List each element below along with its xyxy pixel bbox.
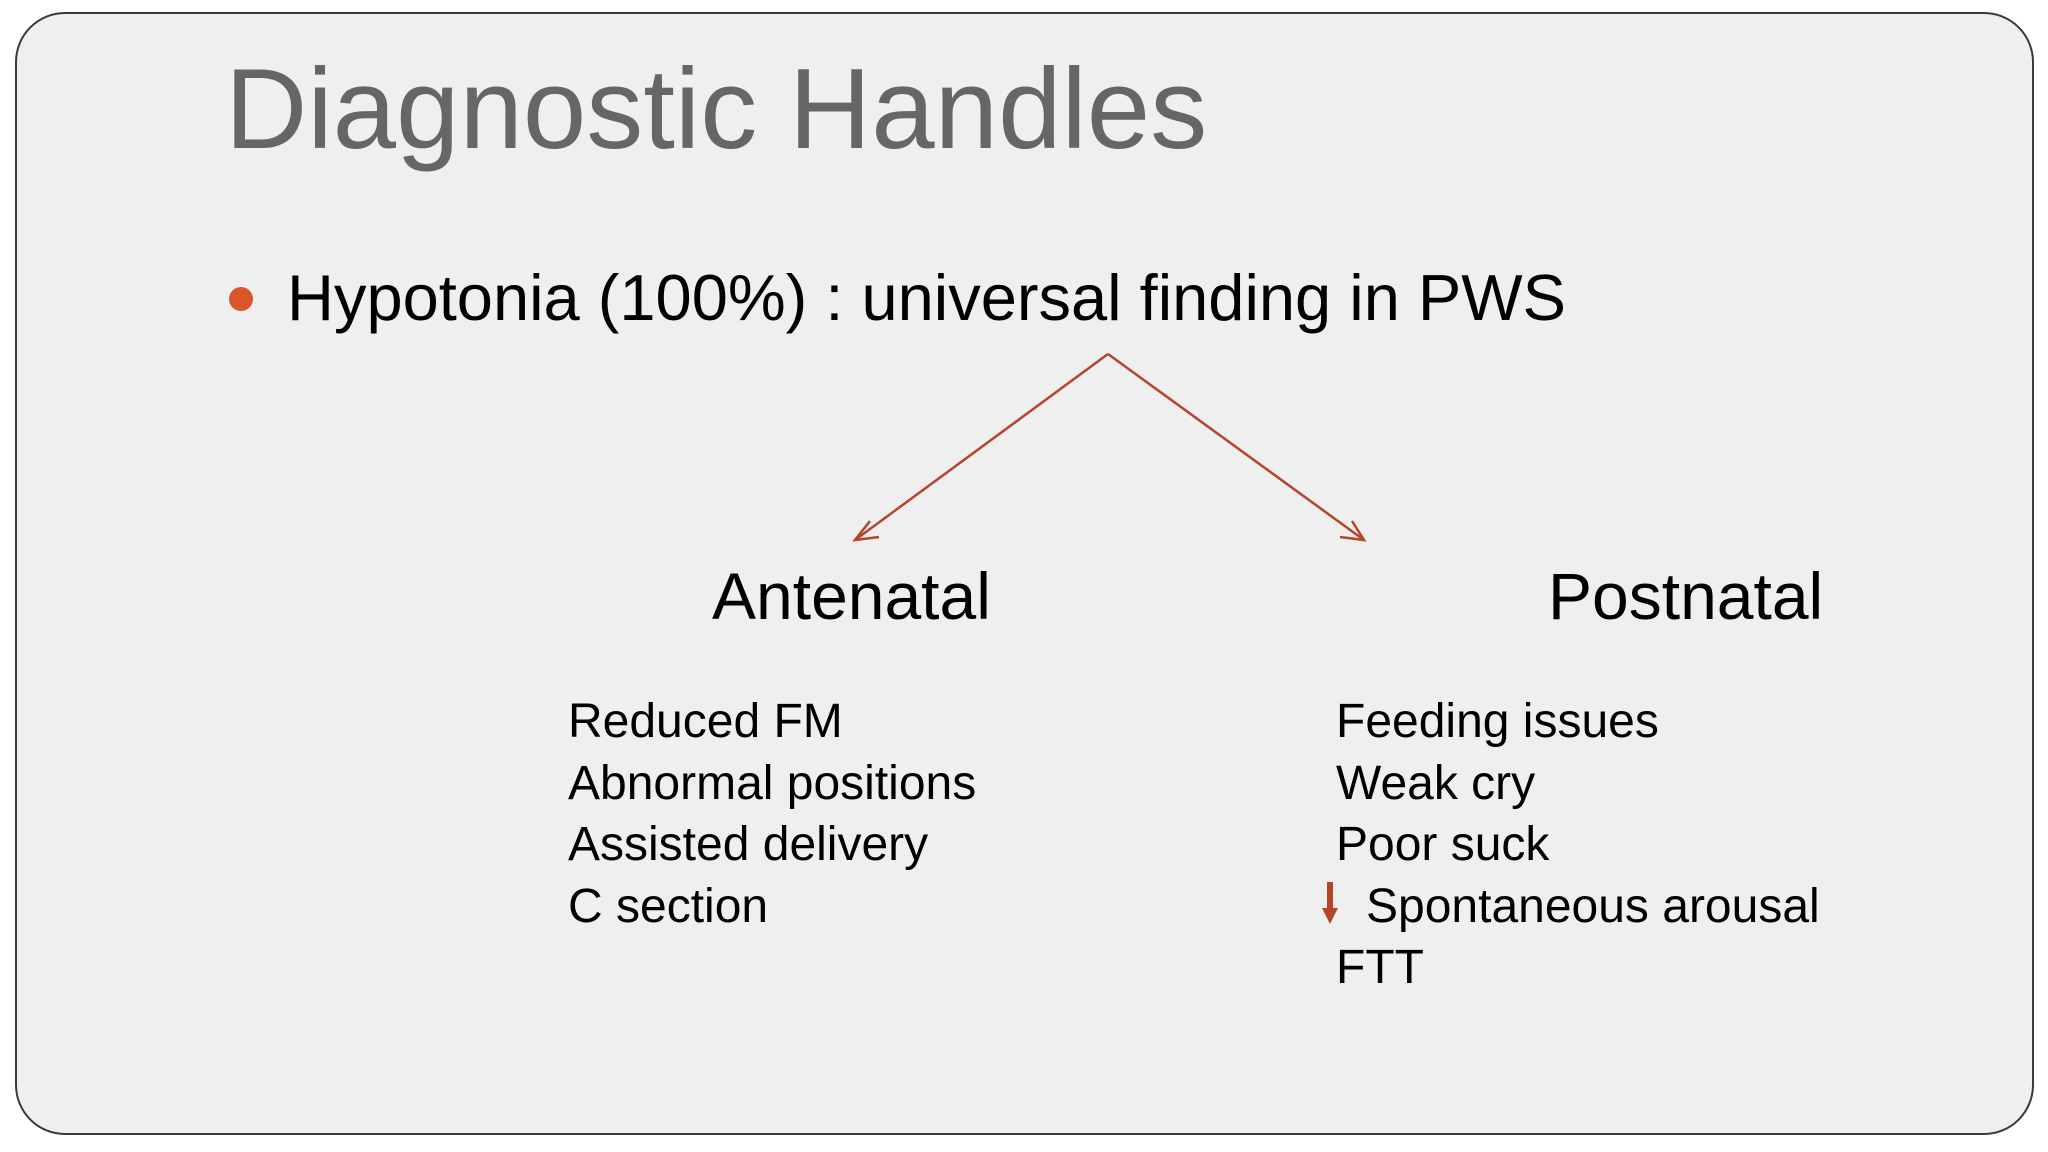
list-item: Weak cry: [1336, 756, 1536, 810]
list-item-with-marker: Spontaneous arousal: [1322, 876, 1820, 938]
list-item: Abnormal positions: [568, 756, 977, 810]
list-item: Assisted delivery: [568, 818, 929, 871]
list-item: C section: [568, 879, 769, 933]
list-item-label: Spontaneous arousal: [1366, 879, 1820, 933]
slide: [15, 12, 2034, 1135]
postnatal-heading: Postnatal: [1548, 559, 1824, 633]
list-item: Reduced FM: [568, 695, 843, 748]
list-item: Feeding issues: [1336, 695, 1659, 748]
list-item: Poor suck: [1336, 818, 1550, 871]
right-branch-arrow: [1107, 352, 1367, 542]
postnatal-list: Feeding issues Weak cry Poor suck Sponta…: [1322, 691, 1820, 999]
round-bullet-icon: [229, 287, 253, 311]
antenatal-list: Reduced FM Abnormal positions Assisted d…: [568, 691, 976, 937]
list-item: FTT: [1336, 941, 1424, 994]
bullet-text: Hypotonia (100%) : universal finding in …: [287, 261, 1566, 334]
down-arrow-icon: [1322, 881, 1338, 924]
antenatal-heading: Antenatal: [712, 559, 991, 633]
slide-title: Diagnostic Handles: [225, 46, 1208, 173]
left-branch-arrow: [852, 352, 1109, 542]
